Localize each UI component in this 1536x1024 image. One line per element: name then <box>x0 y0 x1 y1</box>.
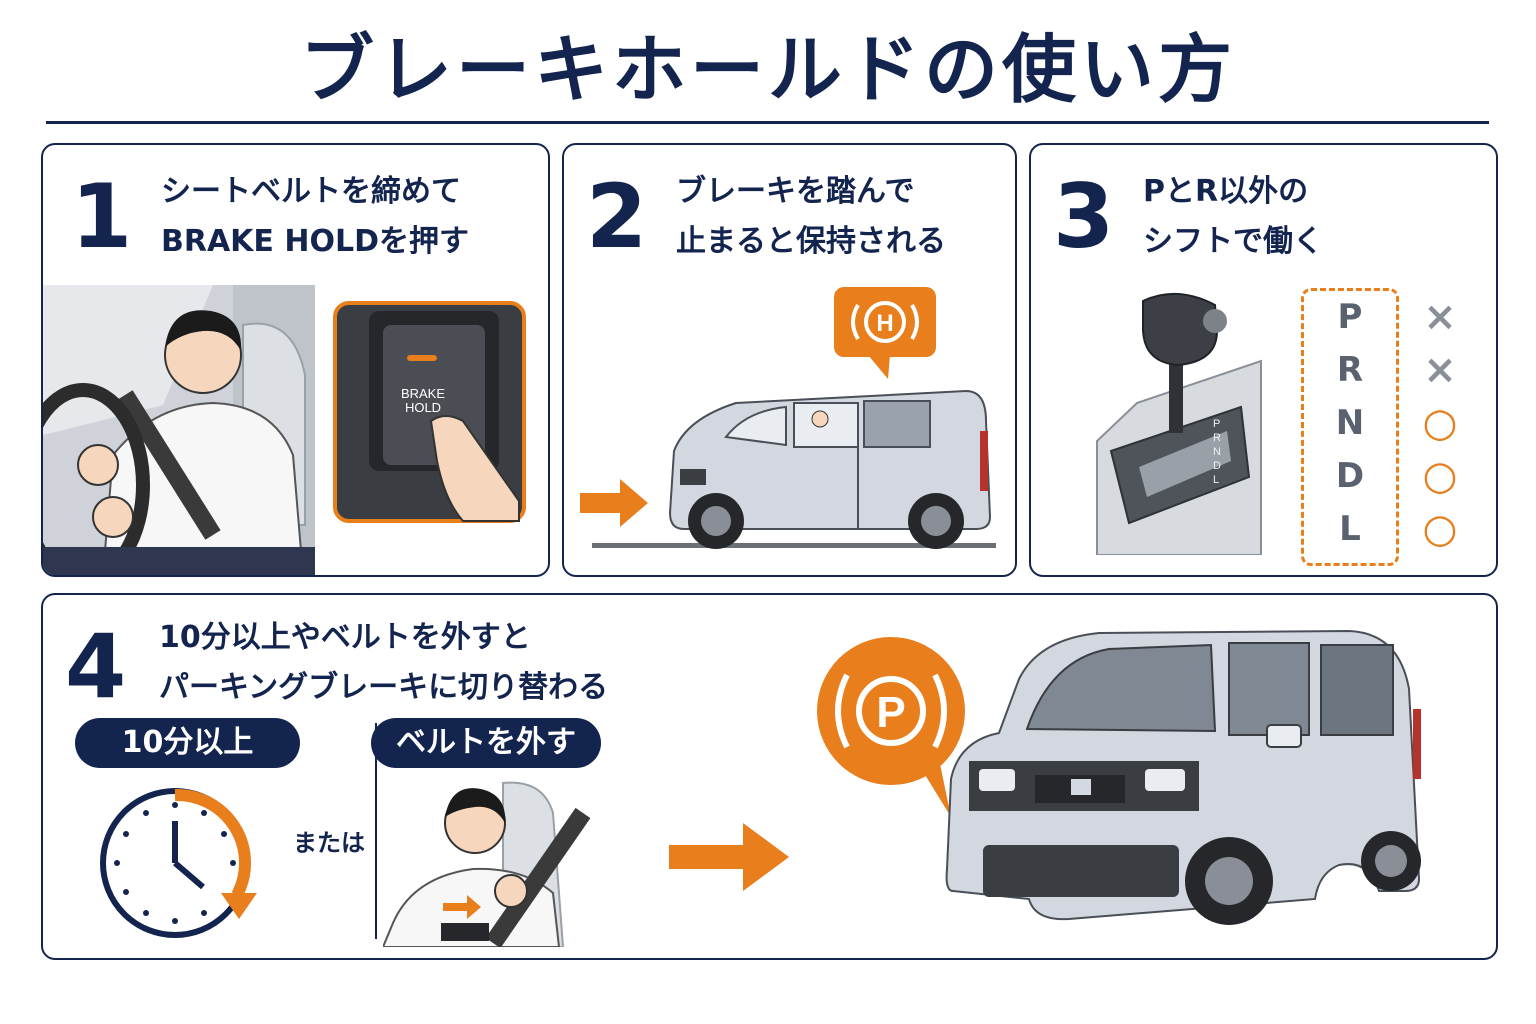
step-2-number: 2 <box>586 165 648 268</box>
step-4-caption-line: 10分以上やベルトを外すと <box>159 620 531 655</box>
step-3-caption: PとR以外の シフトで働く <box>1143 167 1323 267</box>
brake-hold-badge-icon: H <box>834 287 936 379</box>
condition-divider <box>375 723 377 939</box>
button-label: BRAKE <box>401 386 445 401</box>
parking-brake-badge-icon: P <box>817 637 965 817</box>
step-1-panel: 1 シートベルトを締めて BRAKE HOLDを押す BRAKE HOLD <box>41 143 550 577</box>
badge-letter: P <box>876 688 905 737</box>
driver-illustration <box>43 285 315 575</box>
step-2-caption-line: 止まると保持される <box>676 224 946 259</box>
unavailable-mark-icon: × <box>1423 347 1457 393</box>
gear-letter: L <box>1339 509 1361 549</box>
step-2-caption-line: ブレーキを踏んで <box>676 174 915 209</box>
available-mark-icon: ○ <box>1422 400 1458 446</box>
shift-lever-illustration: P R N D L <box>1096 292 1262 555</box>
page-title: ブレーキホールドの使い方 <box>300 27 1236 113</box>
step-3-caption-line: シフトで働く <box>1143 224 1323 259</box>
clock-icon <box>100 788 257 938</box>
step-4-caption-line: パーキングブレーキに切り替わる <box>159 670 609 705</box>
step-1-caption-line: BRAKE HOLDを押す <box>161 224 469 259</box>
parked-car-illustration <box>945 629 1421 925</box>
gate-label: P <box>1213 418 1220 430</box>
title-divider <box>46 121 1489 124</box>
unavailable-mark-icon: × <box>1423 294 1457 340</box>
step-1-caption: シートベルトを締めて BRAKE HOLDを押す <box>161 167 469 267</box>
gate-label: L <box>1213 474 1219 486</box>
unbuckle-belt-illustration <box>383 781 591 947</box>
badge-letter: H <box>876 310 893 337</box>
or-label: または <box>293 829 365 857</box>
step-4-caption: 10分以上やベルトを外すと パーキングブレーキに切り替わる <box>159 613 608 713</box>
step-1-number: 1 <box>71 165 133 268</box>
gear-availability-marks: × × ○ ○ ○ <box>1415 291 1465 556</box>
gear-list: P R N D L <box>1301 288 1399 566</box>
step-3-caption-line: PとR以外の <box>1143 174 1309 209</box>
result-arrow-icon <box>669 823 789 891</box>
step-3-number: 3 <box>1053 165 1115 268</box>
gear-letter: R <box>1336 350 1364 390</box>
gate-label: D <box>1213 460 1221 472</box>
condition-time-pill: 10分以上 <box>75 718 300 768</box>
step-4-panel: 4 10分以上やベルトを外すと パーキングブレーキに切り替わる 10分以上 ベル… <box>41 593 1498 960</box>
step-1-caption-line: シートベルトを締めて <box>161 174 461 209</box>
gear-letter: N <box>1335 403 1365 443</box>
step-4-number: 4 <box>65 615 127 718</box>
svg-text:P R N D: P R N D L <box>1213 418 1224 486</box>
brake-hold-button-illustration: BRAKE HOLD <box>333 301 526 523</box>
gate-label: N <box>1213 446 1221 458</box>
available-mark-icon: ○ <box>1422 506 1458 552</box>
available-mark-icon: ○ <box>1422 453 1458 499</box>
condition-belt-pill: ベルトを外す <box>371 718 601 768</box>
step-2-panel: 2 ブレーキを踏んで 止まると保持される H <box>562 143 1017 577</box>
step-3-panel: 3 PとR以外の シフトで働く P R N D L P R N D L × × … <box>1029 143 1498 577</box>
stopped-car-illustration <box>580 389 996 549</box>
button-label: HOLD <box>405 400 441 415</box>
step-2-caption: ブレーキを踏んで 止まると保持される <box>676 167 946 267</box>
gear-letter: D <box>1335 456 1365 496</box>
gate-label: R <box>1213 432 1221 444</box>
gear-letter: P <box>1337 297 1363 337</box>
